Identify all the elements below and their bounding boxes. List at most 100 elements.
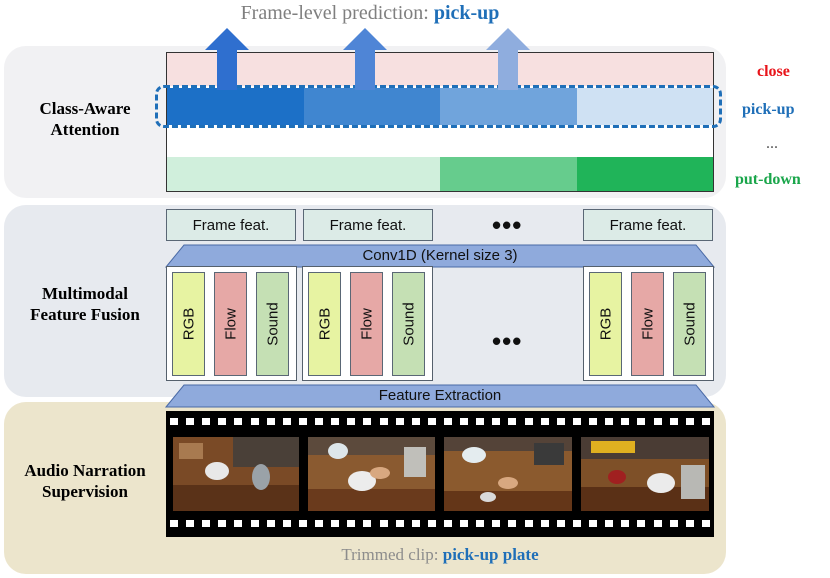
film-hole — [250, 520, 259, 527]
putdown-attention-segment-4 — [576, 157, 713, 191]
rgb-label: RGB — [597, 307, 614, 341]
pickup-attention-segment-4 — [576, 88, 713, 125]
film-hole — [556, 520, 565, 527]
film-hole — [669, 520, 678, 527]
supervision-label-line1: Audio Narration — [24, 461, 146, 480]
frame-feat-box-2: Frame feat. — [303, 209, 433, 241]
film-hole — [524, 418, 533, 425]
sound-box: Sound — [256, 272, 289, 376]
putdown-attention-segment-2 — [303, 157, 440, 191]
film-hole — [250, 418, 259, 425]
film-hole — [556, 418, 565, 425]
rgb-box: RGB — [308, 272, 341, 376]
film-hole — [411, 520, 420, 527]
film-hole — [395, 418, 404, 425]
flow-box: Flow — [350, 272, 383, 376]
film-hole — [621, 520, 630, 527]
film-hole — [637, 520, 646, 527]
film-hole — [653, 418, 662, 425]
flow-label: Flow — [639, 308, 656, 340]
class-putdown: put-down — [735, 171, 801, 188]
film-hole — [347, 520, 356, 527]
film-hole — [540, 418, 549, 425]
film-hole — [685, 418, 694, 425]
arrow-up-icon-2 — [343, 28, 387, 90]
film-hole — [605, 520, 614, 527]
top-caption: Frame-level prediction: pick-up — [0, 2, 740, 25]
modality-ellipsis: ••• — [492, 326, 523, 356]
film-hole — [234, 520, 243, 527]
sound-box: Sound — [392, 272, 425, 376]
film-hole — [170, 418, 178, 425]
film-hole — [331, 520, 340, 527]
sound-label: Sound — [400, 302, 417, 346]
film-hole — [653, 520, 662, 527]
film-hole — [266, 520, 275, 527]
prediction-arrows — [205, 28, 530, 90]
frame-feat-label-2: Frame feat. — [329, 216, 407, 234]
pickup-row — [167, 88, 713, 125]
supervision-label-line2: Supervision — [42, 482, 128, 501]
rgb-box: RGB — [172, 272, 205, 376]
film-hole — [492, 520, 501, 527]
bottom-caption-label: pick-up plate — [442, 545, 539, 564]
film-hole — [427, 418, 436, 425]
film-hole — [411, 418, 420, 425]
fusion-label-line2: Feature Fusion — [30, 305, 140, 324]
film-hole — [508, 520, 517, 527]
conv1d-label: Conv1D (Kernel size 3) — [362, 247, 518, 264]
modality-group-1: RGB Flow Sound — [166, 266, 297, 381]
sound-label: Sound — [264, 302, 281, 346]
flow-box: Flow — [631, 272, 664, 376]
pickup-highlight-box — [155, 85, 722, 128]
film-hole — [701, 520, 710, 527]
film-hole — [331, 418, 340, 425]
film-hole — [218, 520, 227, 527]
putdown-attention-segment-3 — [440, 157, 577, 191]
film-hole — [524, 520, 533, 527]
rgb-box: RGB — [589, 272, 622, 376]
film-hole — [282, 520, 291, 527]
frame-feat-label-3: Frame feat. — [609, 216, 687, 234]
film-hole — [572, 520, 581, 527]
frame-feat-ellipsis: ••• — [492, 210, 523, 240]
film-hole — [589, 520, 598, 527]
film-hole — [444, 418, 452, 425]
film-hole — [234, 418, 243, 425]
film-hole — [266, 418, 275, 425]
supervision-label: Audio Narration Supervision — [10, 460, 160, 502]
modality-group-2: RGB Flow Sound — [302, 266, 433, 381]
film-hole — [379, 418, 388, 425]
film-hole — [202, 418, 211, 425]
conv1d-layer — [164, 244, 716, 268]
film-hole — [605, 418, 614, 425]
attention-label-line1: Class-Aware — [39, 99, 131, 118]
video-frame-4 — [581, 437, 709, 511]
video-frame-1 — [173, 437, 299, 511]
putdown-attention-segment-1 — [167, 157, 304, 191]
top-caption-prediction: pick-up — [433, 2, 500, 24]
film-hole — [637, 418, 646, 425]
film-hole — [379, 520, 388, 527]
film-hole — [460, 418, 469, 425]
feature-extraction-layer — [164, 384, 716, 408]
rgb-label: RGB — [316, 307, 333, 341]
film-hole — [395, 520, 404, 527]
feature-extraction-label: Feature Extraction — [378, 387, 502, 404]
modality-group-3: RGB Flow Sound — [583, 266, 714, 381]
class-ellipsis: ... — [766, 135, 778, 152]
attention-label-line2: Attention — [50, 120, 120, 139]
top-caption-prefix: Frame-level prediction: — [240, 2, 434, 24]
film-hole — [621, 418, 630, 425]
pickup-attention-segment-2 — [303, 88, 440, 125]
pickup-attention-segment-3 — [440, 88, 577, 125]
arrow-up-icon-1 — [205, 28, 249, 90]
sound-box: Sound — [673, 272, 706, 376]
class-close: close — [757, 63, 790, 80]
film-hole — [363, 418, 372, 425]
frame-feat-label-1: Frame feat. — [192, 216, 270, 234]
pickup-attention-segment-1 — [167, 88, 304, 125]
arrow-up-icon-3 — [486, 28, 530, 90]
frame-feat-box-1: Frame feat. — [166, 209, 296, 241]
film-hole — [315, 418, 324, 425]
